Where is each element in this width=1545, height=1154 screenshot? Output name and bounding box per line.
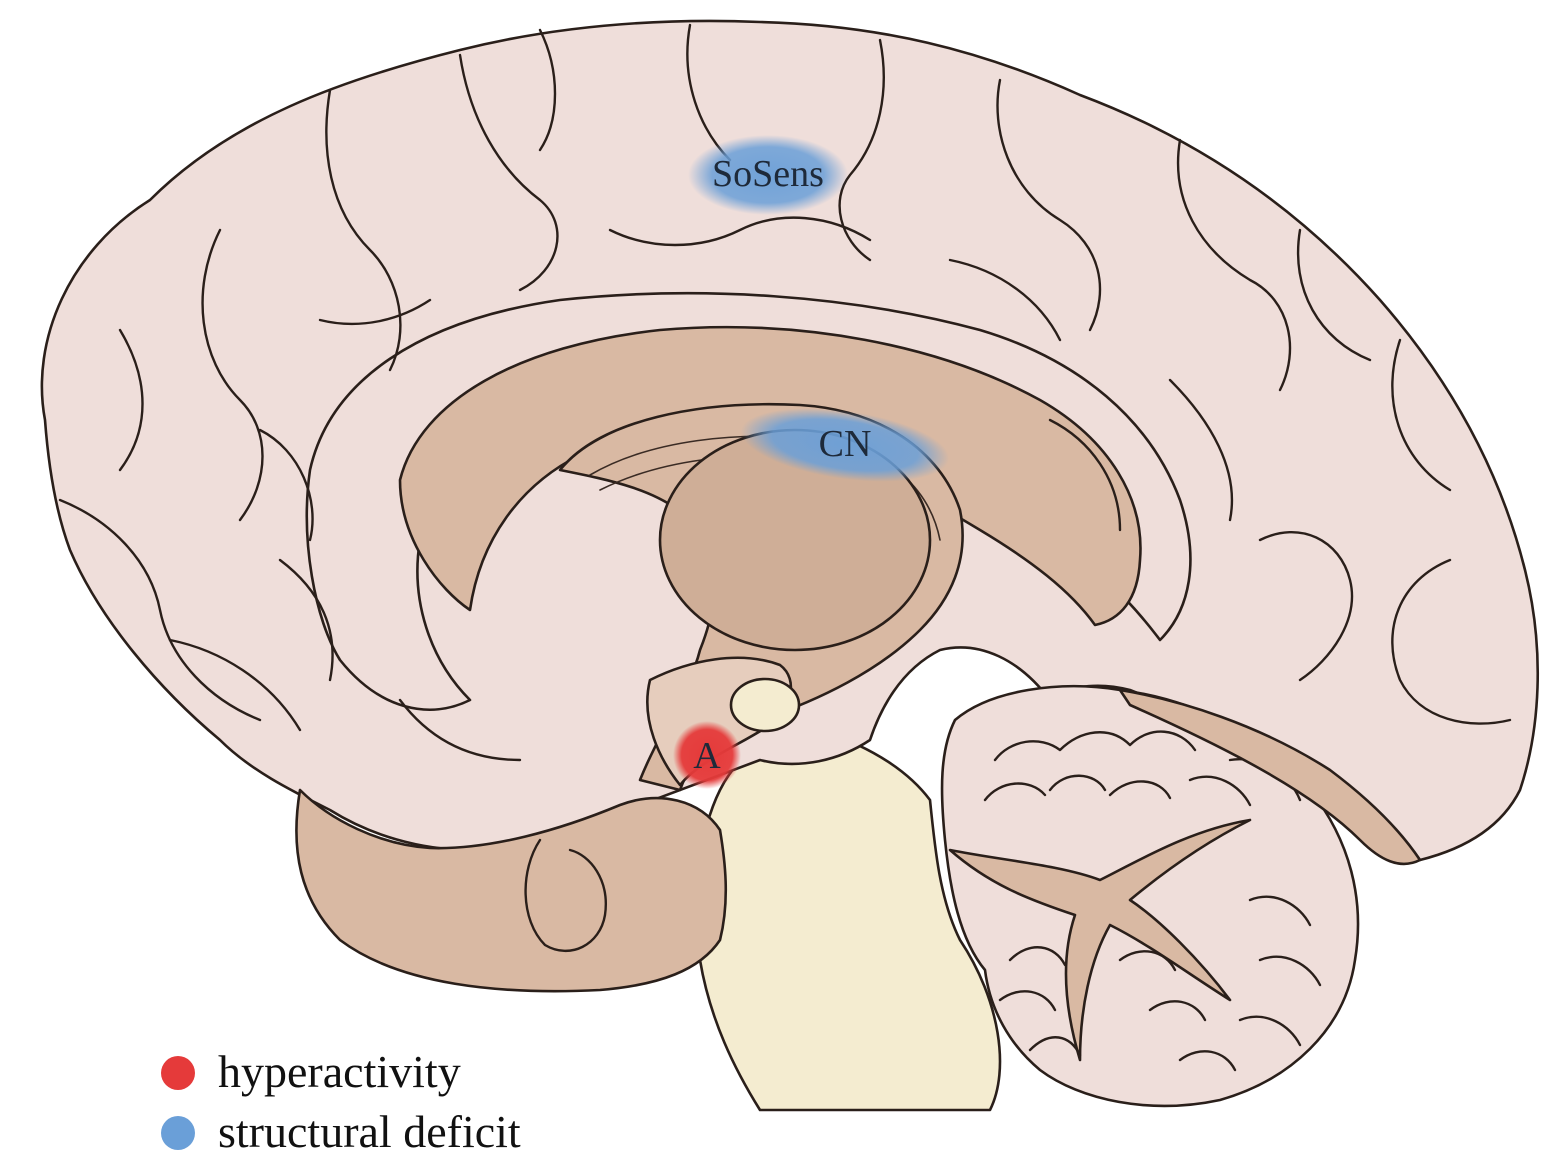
legend-item-structural-deficit: structural deficit <box>161 1106 521 1154</box>
cn-label: CN <box>819 423 872 465</box>
legend-swatch-blue <box>161 1116 195 1150</box>
legend-item-hyperactivity: hyperactivity <box>161 1046 461 1097</box>
sosens-region: SoSens <box>688 135 848 215</box>
sosens-label: SoSens <box>712 153 824 195</box>
legend-label-hyperactivity: hyperactivity <box>218 1046 461 1097</box>
legend: hyperactivity structural deficit <box>161 1046 521 1154</box>
legend-label-structural-deficit: structural deficit <box>218 1106 521 1154</box>
legend-swatch-red <box>161 1056 195 1090</box>
a-label: A <box>693 735 721 777</box>
a-region: A <box>673 721 741 789</box>
